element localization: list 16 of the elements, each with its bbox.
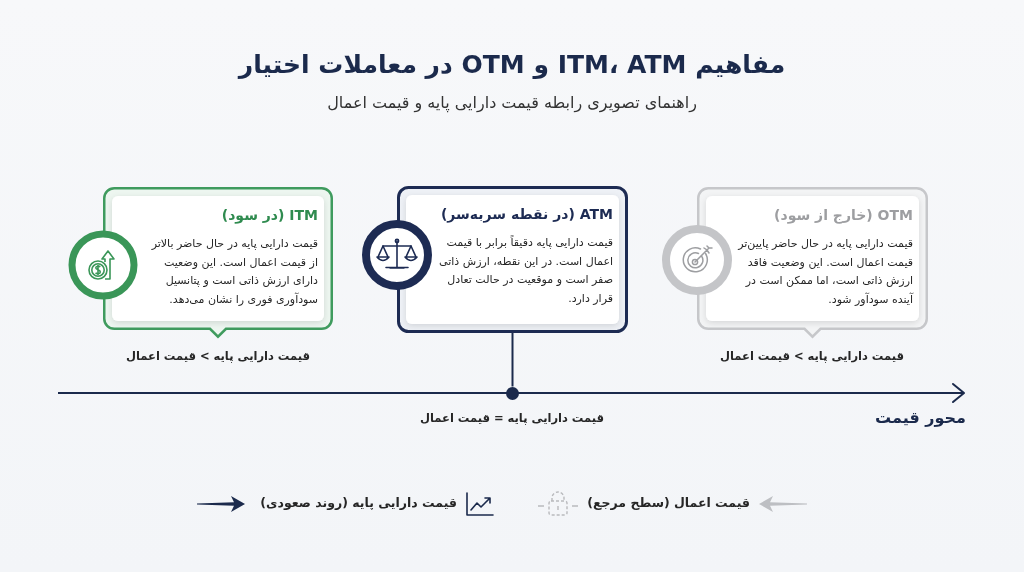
- axis-label: محور قیمت: [875, 408, 966, 427]
- card-title: OTM (خارج از سود): [774, 207, 913, 223]
- axis-point: [505, 386, 519, 400]
- card-text: قیمت دارایی پایه در حال حاضر پایین‌تر قیمت اعمال است. این وضعیت فاقد ارزش ذاتی است، اما ممکن است در آینده سودآور شود.: [737, 236, 913, 308]
- condition-label: قیمت دارایی پایه = قیمت اعمال: [419, 411, 605, 425]
- legend-text: قیمت دارایی پایه (روند صعودی): [260, 495, 457, 510]
- card-title: ITM (در سود): [221, 207, 318, 223]
- card-text: قیمت دارایی پایه دقیقاً برابر با قیمت اعمال است. در این نقطه، ارزش ذاتی صفر است و موقعیت در حالت تعادل قرار دارد.: [438, 234, 613, 307]
- condition-label: قیمت دارایی پایه > قیمت اعمال: [719, 349, 905, 363]
- subtitle: راهنمای تصویری رابطه قیمت دارایی پایه و قیمت اعمال: [326, 93, 698, 112]
- card-title: ATM (در نقطه سربه‌سر): [440, 206, 613, 222]
- condition-label: قیمت دارایی پایه > قیمت اعمال: [125, 349, 311, 363]
- title: مفاهیم ITM، ATM و OTM در معاملات اختیار: [236, 50, 787, 79]
- connector-line: [511, 332, 514, 388]
- legend-text: قیمت اعمال (سطح مرجع): [587, 495, 750, 510]
- card-text: قیمت دارایی پایه در حال حاضر بالاتر از قیمت اعمال است. این وضعیت دارای ارزش ذاتی است و پتانسیل سودآوری فوری را نشان می‌دهد.: [150, 236, 318, 308]
